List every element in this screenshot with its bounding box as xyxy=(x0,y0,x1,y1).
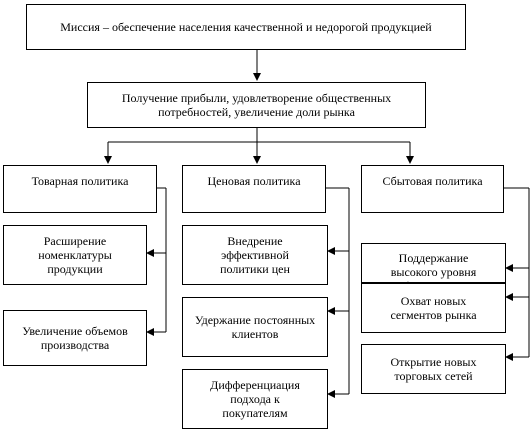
product-item-expand-range: Расширение номенклатуры продукции xyxy=(3,225,147,285)
sales-item-new-segments: Охват новых сегментов рынка xyxy=(361,283,506,333)
mission-box: Миссия – обеспечение населения качествен… xyxy=(26,4,466,50)
sales-item-new-networks: Открытие новых торговых сетей xyxy=(361,344,506,394)
goal-box: Получение прибыли, удовлетворение общест… xyxy=(87,82,426,128)
sales-policy-box: Сбытовая политика xyxy=(361,165,504,213)
price-item-pricing-policy: Внедрение эффективной политики цен xyxy=(182,225,328,285)
price-item-retain-clients: Удержание постоянных клиентов xyxy=(182,297,328,357)
price-policy-box: Ценовая политика xyxy=(182,165,326,213)
product-policy-box: Товарная политика xyxy=(3,165,157,213)
product-item-increase-volume: Увеличение объемов производства xyxy=(3,310,147,366)
sales-item-service-level: Поддержание высокого уровня обслуживания xyxy=(361,243,506,283)
price-item-differentiation: Дифференциация подхода к покупателям xyxy=(182,369,328,429)
